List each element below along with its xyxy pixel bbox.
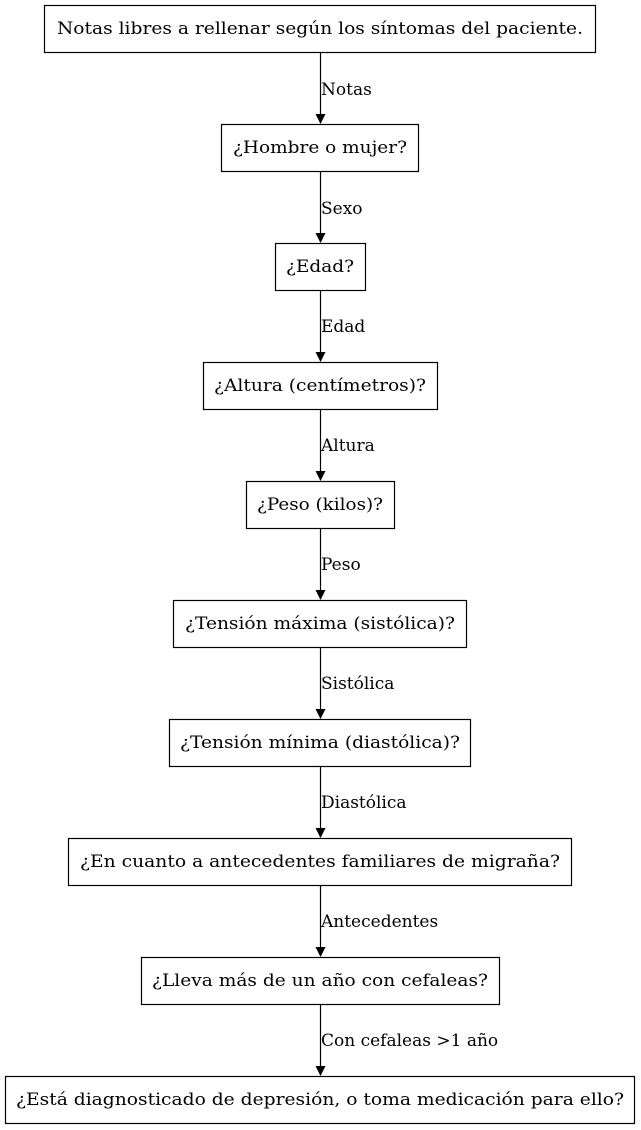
- edge-sexo-edad: Sexo: [315, 172, 363, 243]
- edge-label-notas: Notas: [321, 80, 372, 100]
- edge-label-altura: Altura: [320, 436, 375, 456]
- node-peso: ¿Peso (kilos)?: [245, 480, 396, 530]
- node-depresion: ¿Está diagnosticado de depresión, o toma…: [4, 1075, 636, 1125]
- node-label-cefaleas: ¿Lleva más de un año con cefaleas?: [152, 971, 488, 991]
- node-diastolica: ¿Tensión mínima (diastólica)?: [168, 718, 472, 768]
- node-label-edad: ¿Edad?: [286, 257, 354, 277]
- node-altura: ¿Altura (centímetros)?: [202, 361, 439, 411]
- node-sexo: ¿Hombre o mujer?: [220, 123, 420, 173]
- edge-label-diastolica: Diastólica: [321, 793, 407, 813]
- edge-label-edad: Edad: [321, 317, 365, 337]
- edge-antecedentes-cefaleas: Antecedentes: [315, 886, 438, 957]
- node-cefaleas: ¿Lleva más de un año con cefaleas?: [140, 956, 501, 1006]
- node-label-depresion: ¿Está diagnosticado de depresión, o toma…: [16, 1090, 624, 1110]
- edge-notas-sexo: Notas: [315, 53, 372, 124]
- edge-altura-peso: Altura: [315, 410, 375, 481]
- edge-label-antecedentes: Antecedentes: [320, 912, 438, 932]
- node-label-notas: Notas libres a rellenar según los síntom…: [57, 19, 583, 39]
- node-notas: Notas libres a rellenar según los síntom…: [43, 4, 597, 54]
- node-sistolica: ¿Tensión máxima (sistólica)?: [172, 599, 468, 649]
- node-label-altura: ¿Altura (centímetros)?: [214, 376, 426, 396]
- node-edad: ¿Edad?: [274, 242, 367, 292]
- node-label-sexo: ¿Hombre o mujer?: [233, 138, 407, 158]
- node-label-sistolica: ¿Tensión máxima (sistólica)?: [185, 614, 455, 634]
- node-label-diastolica: ¿Tensión mínima (diastólica)?: [180, 733, 460, 753]
- edge-label-sexo: Sexo: [321, 199, 363, 219]
- edge-peso-sistolica: Peso: [315, 529, 361, 600]
- node-antecedentes: ¿En cuanto a antecedentes familiares de …: [67, 837, 573, 887]
- edge-label-peso: Peso: [321, 555, 361, 575]
- edge-diastolica-antecedentes: Diastólica: [315, 767, 407, 838]
- edge-edad-altura: Edad: [315, 291, 365, 362]
- edge-label-cefaleas: Con cefaleas >1 año: [321, 1031, 498, 1051]
- node-label-antecedentes: ¿En cuanto a antecedentes familiares de …: [80, 852, 560, 872]
- edge-cefaleas-depresion: Con cefaleas >1 año: [315, 1005, 498, 1076]
- node-label-peso: ¿Peso (kilos)?: [257, 495, 383, 515]
- edge-sistolica-diastolica: Sistólica: [315, 648, 394, 719]
- edge-label-sistolica: Sistólica: [321, 674, 394, 694]
